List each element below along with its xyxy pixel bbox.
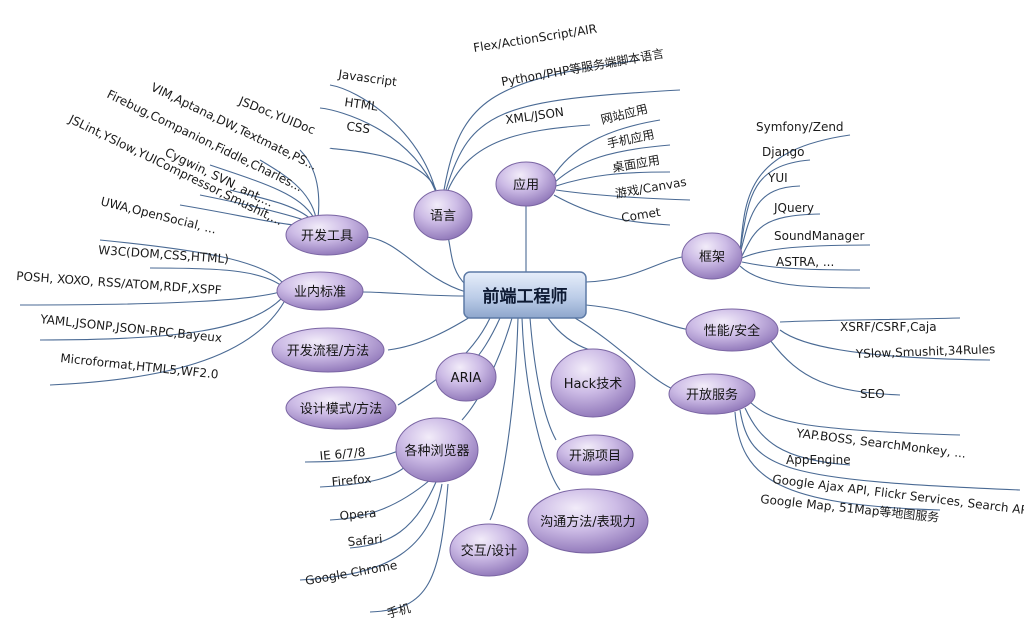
- center-label: 前端工程师: [483, 286, 568, 307]
- leaf-seo: SEO: [860, 387, 885, 401]
- leaf-ie: IE 6/7/8: [319, 445, 366, 463]
- topic-node-xingneng: 性能/安全: [685, 308, 779, 352]
- leaf-labels: Flex/ActionScript/AIR Python/PHP等服务端脚本语言…: [16, 22, 1024, 621]
- leaf-xsrf: XSRF/CSRF,Caja: [840, 320, 937, 334]
- topic-label: 性能/安全: [704, 323, 760, 339]
- topic-node-liulanqi: 各种浏览器: [395, 417, 479, 483]
- topic-label: 开发流程/方法: [287, 343, 369, 359]
- topic-label: 开发工具: [301, 228, 353, 244]
- leaf-symfony: Symfony/Zend: [756, 120, 844, 134]
- leaf-safari: Safari: [347, 532, 383, 549]
- leaf-python: Python/PHP等服务端脚本语言: [500, 46, 665, 89]
- topic-node-kuangjia: 框架: [681, 232, 743, 280]
- topic-label: 设计模式/方法: [300, 401, 382, 417]
- topic-node-yingyong: 应用: [495, 161, 557, 207]
- leaf-yslow: YSlow,Smushit,34Rules: [855, 342, 996, 361]
- leaf-shouji: 手机: [385, 601, 412, 621]
- topic-label: ARIA: [451, 371, 482, 386]
- leaf-flex: Flex/ActionScript/AIR: [472, 22, 598, 55]
- topic-label: 语言: [430, 209, 456, 224]
- topic-label: Hack技术: [564, 377, 622, 392]
- leaf-comet: Comet: [620, 205, 661, 225]
- leaf-zhuomian: 桌面应用: [611, 152, 661, 175]
- leaf-posh: POSH, XOXO, RSS/ATOM,RDF,XSPF: [16, 269, 222, 297]
- topic-label: 业内标准: [294, 284, 346, 300]
- topic-node-kaiyuan: 开源项目: [556, 434, 634, 476]
- topic-label: 各种浏览器: [404, 443, 469, 459]
- topic-label: 交互/设计: [461, 543, 517, 559]
- leaf-chrome: Google Chrome: [304, 558, 398, 588]
- leaf-django: Django: [762, 145, 805, 159]
- leaf-astra: ASTRA, ...: [776, 255, 834, 269]
- leaf-html: HTML: [344, 95, 379, 114]
- topic-node-goutong: 沟通方法/表现力: [527, 488, 649, 554]
- leaf-firefox: Firefox: [331, 472, 372, 489]
- topic-label: 沟通方法/表现力: [540, 514, 635, 530]
- topic-node-hack: Hack技术: [550, 348, 636, 418]
- center-node: 前端工程师: [463, 271, 587, 319]
- topic-label: 开源项目: [569, 449, 621, 464]
- leaf-soundmanager: SoundManager: [774, 229, 864, 243]
- leaf-appengine: AppEngine: [786, 453, 851, 467]
- topic-node-yeneibiaozhun: 业内标准: [276, 271, 364, 311]
- topic-node-shejimoshi: 设计模式/方法: [285, 386, 397, 430]
- leaf-w3c: W3C(DOM,CSS,HTML): [98, 243, 230, 266]
- leaf-uwa: UWA,OpenSocial, ...: [99, 194, 218, 236]
- topic-node-aria: ARIA: [435, 352, 497, 402]
- leaf-css: CSS: [346, 119, 371, 136]
- topic-node-yuyan: 语言: [413, 189, 473, 241]
- topic-node-kaifagongju: 开发工具: [285, 214, 369, 256]
- topic-node-kaifangfuwu: 开放服务: [668, 373, 756, 415]
- leaf-jquery: JQuery: [773, 201, 814, 215]
- leaf-wangzhan: 网站应用: [599, 101, 649, 127]
- topic-label: 开放服务: [686, 387, 738, 403]
- topic-node-jiaohu: 交互/设计: [449, 523, 529, 577]
- leaf-microformat: Microformat,HTML5,WF2.0: [60, 351, 219, 382]
- leaf-opera: Opera: [339, 506, 377, 523]
- topic-node-kaifaliucheng: 开发流程/方法: [271, 327, 385, 373]
- topic-label: 应用: [513, 177, 539, 193]
- leaf-youxi: 游戏/Canvas: [614, 175, 687, 201]
- leaf-xml: XML/JSON: [504, 105, 564, 127]
- topic-label: 框架: [699, 250, 725, 265]
- leaf-yui: YUI: [767, 171, 788, 185]
- leaf-javascript: Javascript: [337, 67, 398, 89]
